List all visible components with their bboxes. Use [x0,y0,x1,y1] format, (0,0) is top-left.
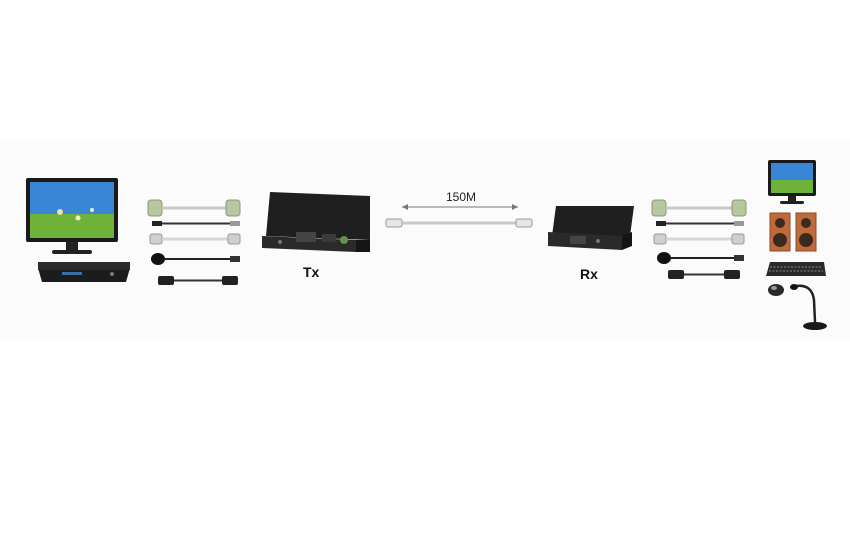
right-cable-audio-icon [656,221,744,226]
distance-label: 150M [446,190,477,204]
destination-speakers-icon [769,212,817,252]
right-cable-rj45-icon [668,270,740,279]
source-monitor-icon [26,178,118,254]
right-cable-usb-icon [657,252,744,264]
left-cable-audio-icon [152,221,240,226]
right-cable-ps2-icon [653,233,745,245]
destination-keyboard-icon [766,262,826,276]
receiver-device-icon [548,206,634,250]
left-cable-vga-icon [147,199,241,217]
source-set-top-box-icon [38,262,130,282]
right-cable-vga-icon [651,199,747,217]
link-cable-icon [385,218,533,228]
distance-arrow-icon [402,204,518,210]
left-cable-ps2-icon [149,233,241,245]
left-cable-rj45-icon [158,276,238,285]
destination-mouse-icon [768,284,784,296]
destination-monitor-icon [768,160,816,204]
transmitter-device-icon [262,192,370,252]
receiver-label: Rx [580,266,598,282]
transmitter-label: Tx [303,264,320,280]
left-cable-usb-icon [151,253,240,265]
destination-microphone-icon [790,284,827,330]
